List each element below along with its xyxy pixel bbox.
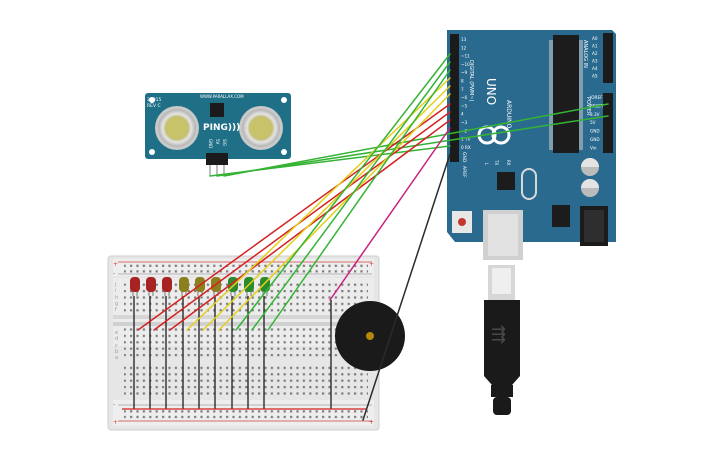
wire-buzzer-signal[interactable] <box>329 127 451 301</box>
digital-pin-label-7: ~6 <box>461 95 468 100</box>
svg-text:a: a <box>115 355 118 361</box>
piezo-buzzer[interactable] <box>335 301 405 371</box>
wire-led-2[interactable] <box>153 111 451 331</box>
analog-pin-label-0: A0 <box>592 36 598 41</box>
bottom-rail-plus-right: + <box>369 419 374 426</box>
bottom-rail-minus: - <box>113 401 115 408</box>
svg-text:h: h <box>115 295 118 301</box>
svg-text:b: b <box>115 349 118 355</box>
analog-header[interactable] <box>603 33 613 83</box>
wire-led-7[interactable] <box>235 53 451 331</box>
digital-pin-label-2: ~11 <box>461 54 470 59</box>
wire-led-4[interactable] <box>186 77 451 331</box>
sensor-rev-line2: REV C <box>147 103 161 109</box>
top-rail-minus: - <box>113 270 115 277</box>
voltage-regulator <box>552 205 570 227</box>
wire-led-9[interactable] <box>267 69 451 331</box>
digital-pin-label-13: 0 RX <box>461 145 471 150</box>
digital-label: DIGITAL (PWM~) <box>468 60 474 102</box>
power-pin-label-4: GND <box>590 129 600 134</box>
wire-led-1[interactable] <box>137 103 451 331</box>
board-brand: ARDUINO <box>505 100 512 129</box>
sensor-pin-5v: 5V <box>215 139 220 145</box>
tx-led-label: TX <box>494 159 499 165</box>
power-pin-label-3: 5V <box>590 120 596 125</box>
sensor-brand: WWW.PARALLAX.COM <box>200 94 244 99</box>
wire-buzzer-ground[interactable] <box>362 153 451 421</box>
analog-pin-label-3: A3 <box>592 59 598 64</box>
digital-header[interactable] <box>450 34 459 162</box>
board-model: UNO <box>484 78 498 105</box>
led-1[interactable] <box>130 277 140 296</box>
row-letters-left-lower: edc ba <box>115 330 118 361</box>
bottom-rail-plus: + <box>113 419 118 426</box>
usb-cable[interactable]: ⇶ <box>484 265 520 415</box>
svg-text:i: i <box>115 288 116 294</box>
gnd-label: GND <box>461 152 467 163</box>
digital-pin-label-5: 8 <box>461 79 464 84</box>
usb-symbol: ⇶ <box>491 324 506 345</box>
sensor-pin-sig: SIG <box>222 139 227 146</box>
power-pin-label-6: Vin <box>590 145 597 150</box>
digital-pin-label-6: 7 <box>461 87 464 92</box>
microcontroller-chip <box>553 35 579 153</box>
top-rail-plus-right: + <box>369 261 374 268</box>
analog-pin-label-5: A5 <box>592 74 598 79</box>
sensor-rev-line1: 28015 <box>147 97 161 103</box>
wire-led-5[interactable] <box>202 85 451 331</box>
svg-text:d: d <box>115 336 118 342</box>
chip-pins <box>549 40 583 150</box>
top-rail-plus: + <box>113 261 118 268</box>
sensor-chip <box>210 103 224 117</box>
svg-text:j: j <box>114 282 116 288</box>
ultrasonic-sensor[interactable]: PING))) WWW.PARALLAX.COM 28015 REV C GND… <box>145 93 291 176</box>
led-4[interactable] <box>179 277 189 296</box>
l-led-label: L <box>484 163 489 166</box>
svg-text:c: c <box>115 343 118 349</box>
analog-label: ANALOG IN <box>582 40 588 68</box>
wire-sensor-5v[interactable] <box>216 115 609 177</box>
row-letters-left: jih gf <box>114 282 118 313</box>
svg-text:f: f <box>115 307 117 313</box>
led-3[interactable] <box>162 277 172 296</box>
sensor-header[interactable] <box>206 153 228 165</box>
rx-led-label: RX <box>506 160 511 166</box>
sensor-pin-gnd: GND <box>208 139 213 148</box>
power-pin-label-5: GND <box>590 137 600 142</box>
power-header[interactable] <box>603 93 613 153</box>
sensor-name: PING))) <box>203 123 240 133</box>
usb-chip <box>497 172 515 190</box>
wire-led-8[interactable] <box>251 61 451 331</box>
power-label: POWER <box>585 97 591 116</box>
wire-led-6[interactable] <box>218 93 451 331</box>
led-2[interactable] <box>146 277 156 296</box>
digital-pin-label-3: ~10 <box>461 62 470 67</box>
wire-sensor-sig[interactable] <box>223 103 609 177</box>
digital-pin-label-4: ~9 <box>461 70 468 75</box>
analog-pin-label-4: A4 <box>592 66 598 71</box>
digital-pin-label-10: ~3 <box>461 120 468 125</box>
analog-pin-label-1: A1 <box>592 44 598 49</box>
aref-label: AREF <box>461 166 467 178</box>
analog-pin-label-2: A2 <box>592 51 598 56</box>
svg-text:e: e <box>115 330 118 336</box>
digital-pin-label-9: 4 <box>461 112 464 117</box>
svg-text:g: g <box>115 301 118 307</box>
digital-pin-label-1: 12 <box>461 45 467 50</box>
wires <box>137 53 609 421</box>
reset-button[interactable] <box>452 211 472 233</box>
transducer-left <box>155 106 199 150</box>
digital-pin-label-8: ~5 <box>461 103 468 108</box>
transducer-right <box>239 106 283 150</box>
digital-pin-label-0: 13 <box>461 37 467 42</box>
power-pin-label-2: 3.3V <box>590 112 600 117</box>
digital-pin-label-12: 1 TX <box>461 137 471 142</box>
arduino-uno-board[interactable]: UNO ARDUINO DIGITAL (PWM~) ANALOG IN POW… <box>447 30 616 260</box>
capacitor-1 <box>581 158 599 176</box>
capacitor-2 <box>581 179 599 197</box>
power-pin-label-0: IOREF <box>590 95 603 100</box>
